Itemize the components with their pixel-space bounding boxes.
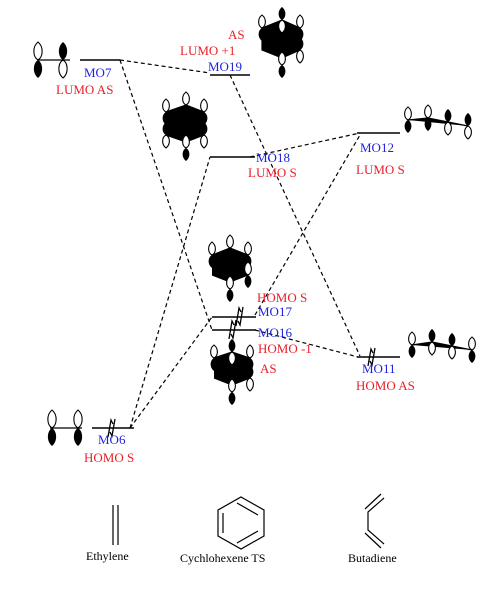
electron-pairs	[107, 305, 376, 439]
orbital-mo17-icon	[208, 234, 252, 303]
mo12-symmetry-label: LUMO S	[356, 162, 405, 177]
mo16-id-label: MO16	[258, 325, 292, 340]
orbital-mo19-icon	[258, 6, 304, 79]
mo17-symmetry-label: HOMO S	[257, 290, 307, 305]
mo16-symmetry-label: AS	[260, 361, 277, 376]
mo12-id-label: MO12	[360, 140, 394, 155]
mo16-homo-label: HOMO -1	[258, 341, 312, 356]
correlation-lines	[119, 59, 361, 429]
mo6-id-label: MO6	[98, 432, 126, 447]
mo18-id-label: MO18	[256, 150, 290, 165]
orbital-mo16-icon	[210, 338, 254, 406]
cyclohexene-ts-caption: Cychlohexene TS	[180, 551, 265, 565]
mo6-symmetry-label: HOMO S	[84, 450, 134, 465]
ethylene-caption: Ethylene	[86, 549, 129, 563]
butadiene-structure-icon	[364, 493, 385, 549]
mo7-id-label: MO7	[84, 65, 112, 80]
correlation-line-mo7-mo19	[119, 59, 211, 74]
mo11-symmetry-label: HOMO AS	[356, 378, 415, 393]
electron-pair-mo6	[107, 417, 116, 439]
orbital-mo12-icon	[404, 104, 472, 140]
electron-pair-mo17	[235, 305, 244, 328]
mo19-lumo-label: LUMO +1	[180, 43, 235, 58]
mo19-id-label: MO19	[208, 59, 242, 74]
correlation-line-mo16-mo11	[254, 329, 359, 358]
ethylene-structure-icon	[112, 505, 119, 545]
correlation-line-mo18-mo12	[249, 132, 361, 158]
mo7-symmetry-label: LUMO AS	[56, 82, 113, 97]
mo11-id-label: MO11	[362, 361, 395, 376]
orbital-mo6-icon	[47, 409, 83, 447]
electron-pair-mo16	[228, 318, 237, 341]
cyclohexene-ts-structure-icon	[217, 496, 265, 550]
correlation-line-mo7-mo16	[119, 59, 213, 331]
electron-pair-mo11	[367, 346, 376, 368]
orbital-mo11-icon	[408, 328, 476, 364]
orbital-mo18-icon	[162, 91, 208, 162]
mo19-symmetry-label: AS	[228, 27, 245, 42]
correlation-line-mo19-mo11	[229, 74, 361, 357]
butadiene-caption: Butadiene	[348, 551, 397, 565]
correlation-line-mo6-mo18	[129, 156, 211, 429]
orbital-mo7-icon	[33, 41, 70, 79]
correlation-line-mo6-mo17	[129, 316, 213, 429]
mo17-id-label: MO17	[258, 304, 292, 319]
mo18-symmetry-label: LUMO S	[248, 165, 297, 180]
